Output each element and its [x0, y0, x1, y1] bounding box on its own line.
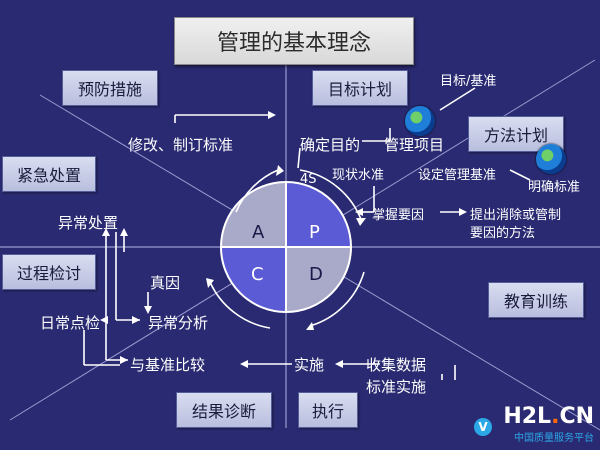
logo-text: H2L.CN	[503, 404, 594, 429]
text-current-level: 现状水准	[332, 168, 385, 183]
tag-prevention: 预防措施	[62, 70, 158, 106]
text-collect-data: 收集数据	[366, 356, 427, 374]
text-true-cause: 真因	[150, 274, 181, 292]
logo-dot: .	[551, 404, 560, 429]
logo-badge-icon: V	[474, 418, 492, 436]
text-daily-check: 日常点检	[40, 314, 101, 332]
text-standard-implement: 标准实施	[366, 378, 427, 396]
text-implement: 实施	[294, 356, 325, 374]
text-propose-method-2: 要因的方法	[470, 226, 536, 241]
text-clarify-standard: 明确标准	[528, 180, 581, 195]
text-propose-method-1: 提出消除或管制	[470, 208, 562, 223]
logo-cn: CN	[559, 404, 594, 429]
pdca-p-label: P	[309, 222, 320, 243]
logo-main: H2L	[503, 404, 552, 429]
tag-method-plan: 方法计划	[468, 116, 564, 152]
text-grasp-factors: 掌握要因	[372, 208, 425, 223]
text-compare-standard: 与基准比较	[130, 356, 206, 374]
pdca-c-label: C	[251, 264, 264, 285]
text-confirm-goal: 确定目的	[300, 136, 361, 154]
pdca-d-label: D	[309, 264, 323, 285]
text-abnormal-handling: 异常处置	[58, 214, 119, 232]
tag-execute: 执行	[298, 392, 358, 428]
text-target-standard: 目标/基准	[440, 74, 497, 89]
text-revise-standard: 修改、制订标准	[128, 136, 234, 154]
tag-process-review: 过程检讨	[2, 254, 96, 290]
tag-result-diagnosis: 结果诊断	[176, 392, 272, 428]
globe-icon	[405, 106, 435, 136]
text-abnormal-analysis: 异常分析	[148, 314, 209, 332]
logo-subtitle: 中国质量服务平台	[514, 433, 594, 444]
globe-icon	[536, 144, 566, 174]
text-4s: 4S	[300, 172, 317, 187]
tag-education: 教育训练	[488, 282, 584, 318]
tag-emergency: 紧急处置	[2, 156, 96, 192]
page-title: 管理的基本理念	[174, 17, 414, 65]
pdca-a-label: A	[252, 222, 265, 243]
tag-target-plan: 目标计划	[312, 70, 408, 106]
text-manage-item: 管理项目	[384, 136, 445, 154]
pdca-wheel	[219, 180, 353, 314]
text-set-standard: 设定管理基准	[418, 168, 497, 183]
site-logo: V H2L.CN 中国质量服务平台	[474, 404, 594, 444]
